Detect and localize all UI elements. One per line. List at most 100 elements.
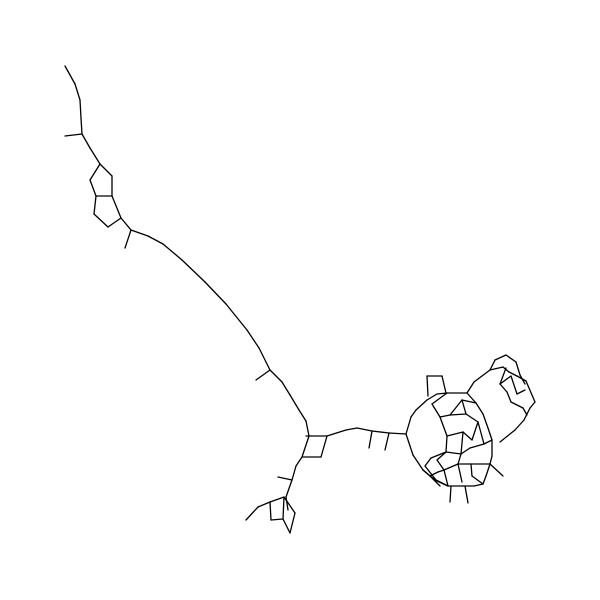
bond-group	[64, 65, 536, 534]
bond-line	[508, 371, 518, 377]
bond-line	[410, 409, 417, 418]
bond-line	[204, 281, 227, 305]
bond-line	[515, 361, 521, 376]
bond-line	[482, 475, 487, 485]
bond-line	[93, 195, 97, 215]
bond-line	[446, 431, 464, 437]
bond-line	[522, 407, 528, 416]
bond-line	[384, 432, 390, 451]
bond-line	[482, 413, 489, 429]
bond-line	[258, 347, 264, 357]
bond-line	[445, 435, 448, 453]
bond-line	[426, 375, 429, 397]
bond-line	[437, 469, 445, 473]
bond-line	[449, 413, 467, 416]
bond-line	[412, 454, 424, 471]
bond-line	[471, 475, 484, 485]
bond-line	[449, 399, 463, 416]
bond-line	[79, 99, 82, 119]
bond-line	[107, 217, 122, 228]
bond-line	[429, 475, 441, 487]
bond-line	[111, 195, 122, 219]
bond-line	[89, 163, 101, 181]
bond-line	[443, 469, 449, 487]
bond-line	[483, 439, 493, 445]
bond-line	[368, 430, 373, 449]
bond-line	[298, 409, 307, 422]
bond-line	[489, 455, 493, 465]
bond-line	[405, 433, 414, 456]
bond-line	[162, 243, 183, 261]
bond-line	[356, 427, 373, 432]
bond-line	[477, 421, 485, 445]
bond-line	[422, 469, 431, 477]
bond-line	[487, 427, 493, 441]
bond-line	[441, 375, 447, 394]
bond-line	[435, 479, 449, 487]
bond-line	[449, 485, 452, 503]
bond-line	[485, 463, 491, 477]
bond-line	[457, 453, 462, 465]
bond-line	[295, 456, 303, 467]
bond-line	[147, 235, 164, 245]
bond-line	[269, 496, 285, 503]
bond-line	[489, 359, 496, 371]
bond-line	[270, 518, 284, 521]
bond-line	[64, 133, 83, 137]
bond-line	[283, 496, 296, 514]
bond-line	[514, 419, 525, 431]
bond-line	[289, 394, 300, 411]
bond-line	[281, 381, 291, 396]
bond-line	[285, 479, 293, 498]
bond-line	[371, 430, 390, 434]
bond-line	[289, 512, 296, 534]
bond-line	[461, 399, 467, 415]
bond-line	[465, 413, 479, 423]
bond-line	[525, 380, 536, 403]
bond-line	[489, 366, 504, 371]
bond-line	[405, 416, 412, 435]
bond-line	[510, 401, 524, 409]
bond-line	[473, 483, 484, 487]
bond-line	[473, 369, 491, 383]
bond-line	[255, 369, 271, 381]
bond-line	[245, 506, 259, 521]
bond-line	[475, 402, 484, 415]
bond-line	[64, 65, 76, 85]
bond-line	[499, 429, 516, 443]
bond-line	[466, 381, 475, 394]
bond-line	[424, 465, 437, 481]
bond-line	[291, 465, 297, 481]
bond-line	[320, 435, 328, 458]
bond-line	[466, 392, 477, 404]
bond-line	[282, 496, 285, 520]
bond-line	[225, 303, 248, 331]
bond-line	[277, 476, 293, 481]
bond-line	[130, 229, 149, 237]
bond-line	[301, 435, 310, 458]
bond-line	[415, 399, 428, 411]
bond-line	[99, 163, 113, 177]
bond-line	[462, 431, 473, 441]
bond-line	[305, 420, 310, 437]
bond-line	[257, 501, 271, 508]
bond-line	[431, 392, 448, 405]
bond-line	[424, 457, 432, 467]
bond-line	[461, 399, 477, 404]
bond-line	[457, 463, 463, 483]
bond-line	[499, 375, 512, 385]
bond-line	[426, 393, 438, 401]
bond-line	[471, 421, 479, 441]
bond-line	[246, 329, 260, 349]
bond-line	[436, 459, 445, 471]
bond-line	[499, 383, 508, 393]
bond-line	[326, 429, 347, 437]
bond-line	[464, 485, 469, 504]
bond-line	[505, 354, 517, 363]
bond-line	[285, 496, 289, 511]
bond-line	[89, 147, 101, 165]
bond-line	[436, 392, 448, 395]
bond-line	[460, 431, 464, 455]
bond-line	[282, 518, 291, 534]
